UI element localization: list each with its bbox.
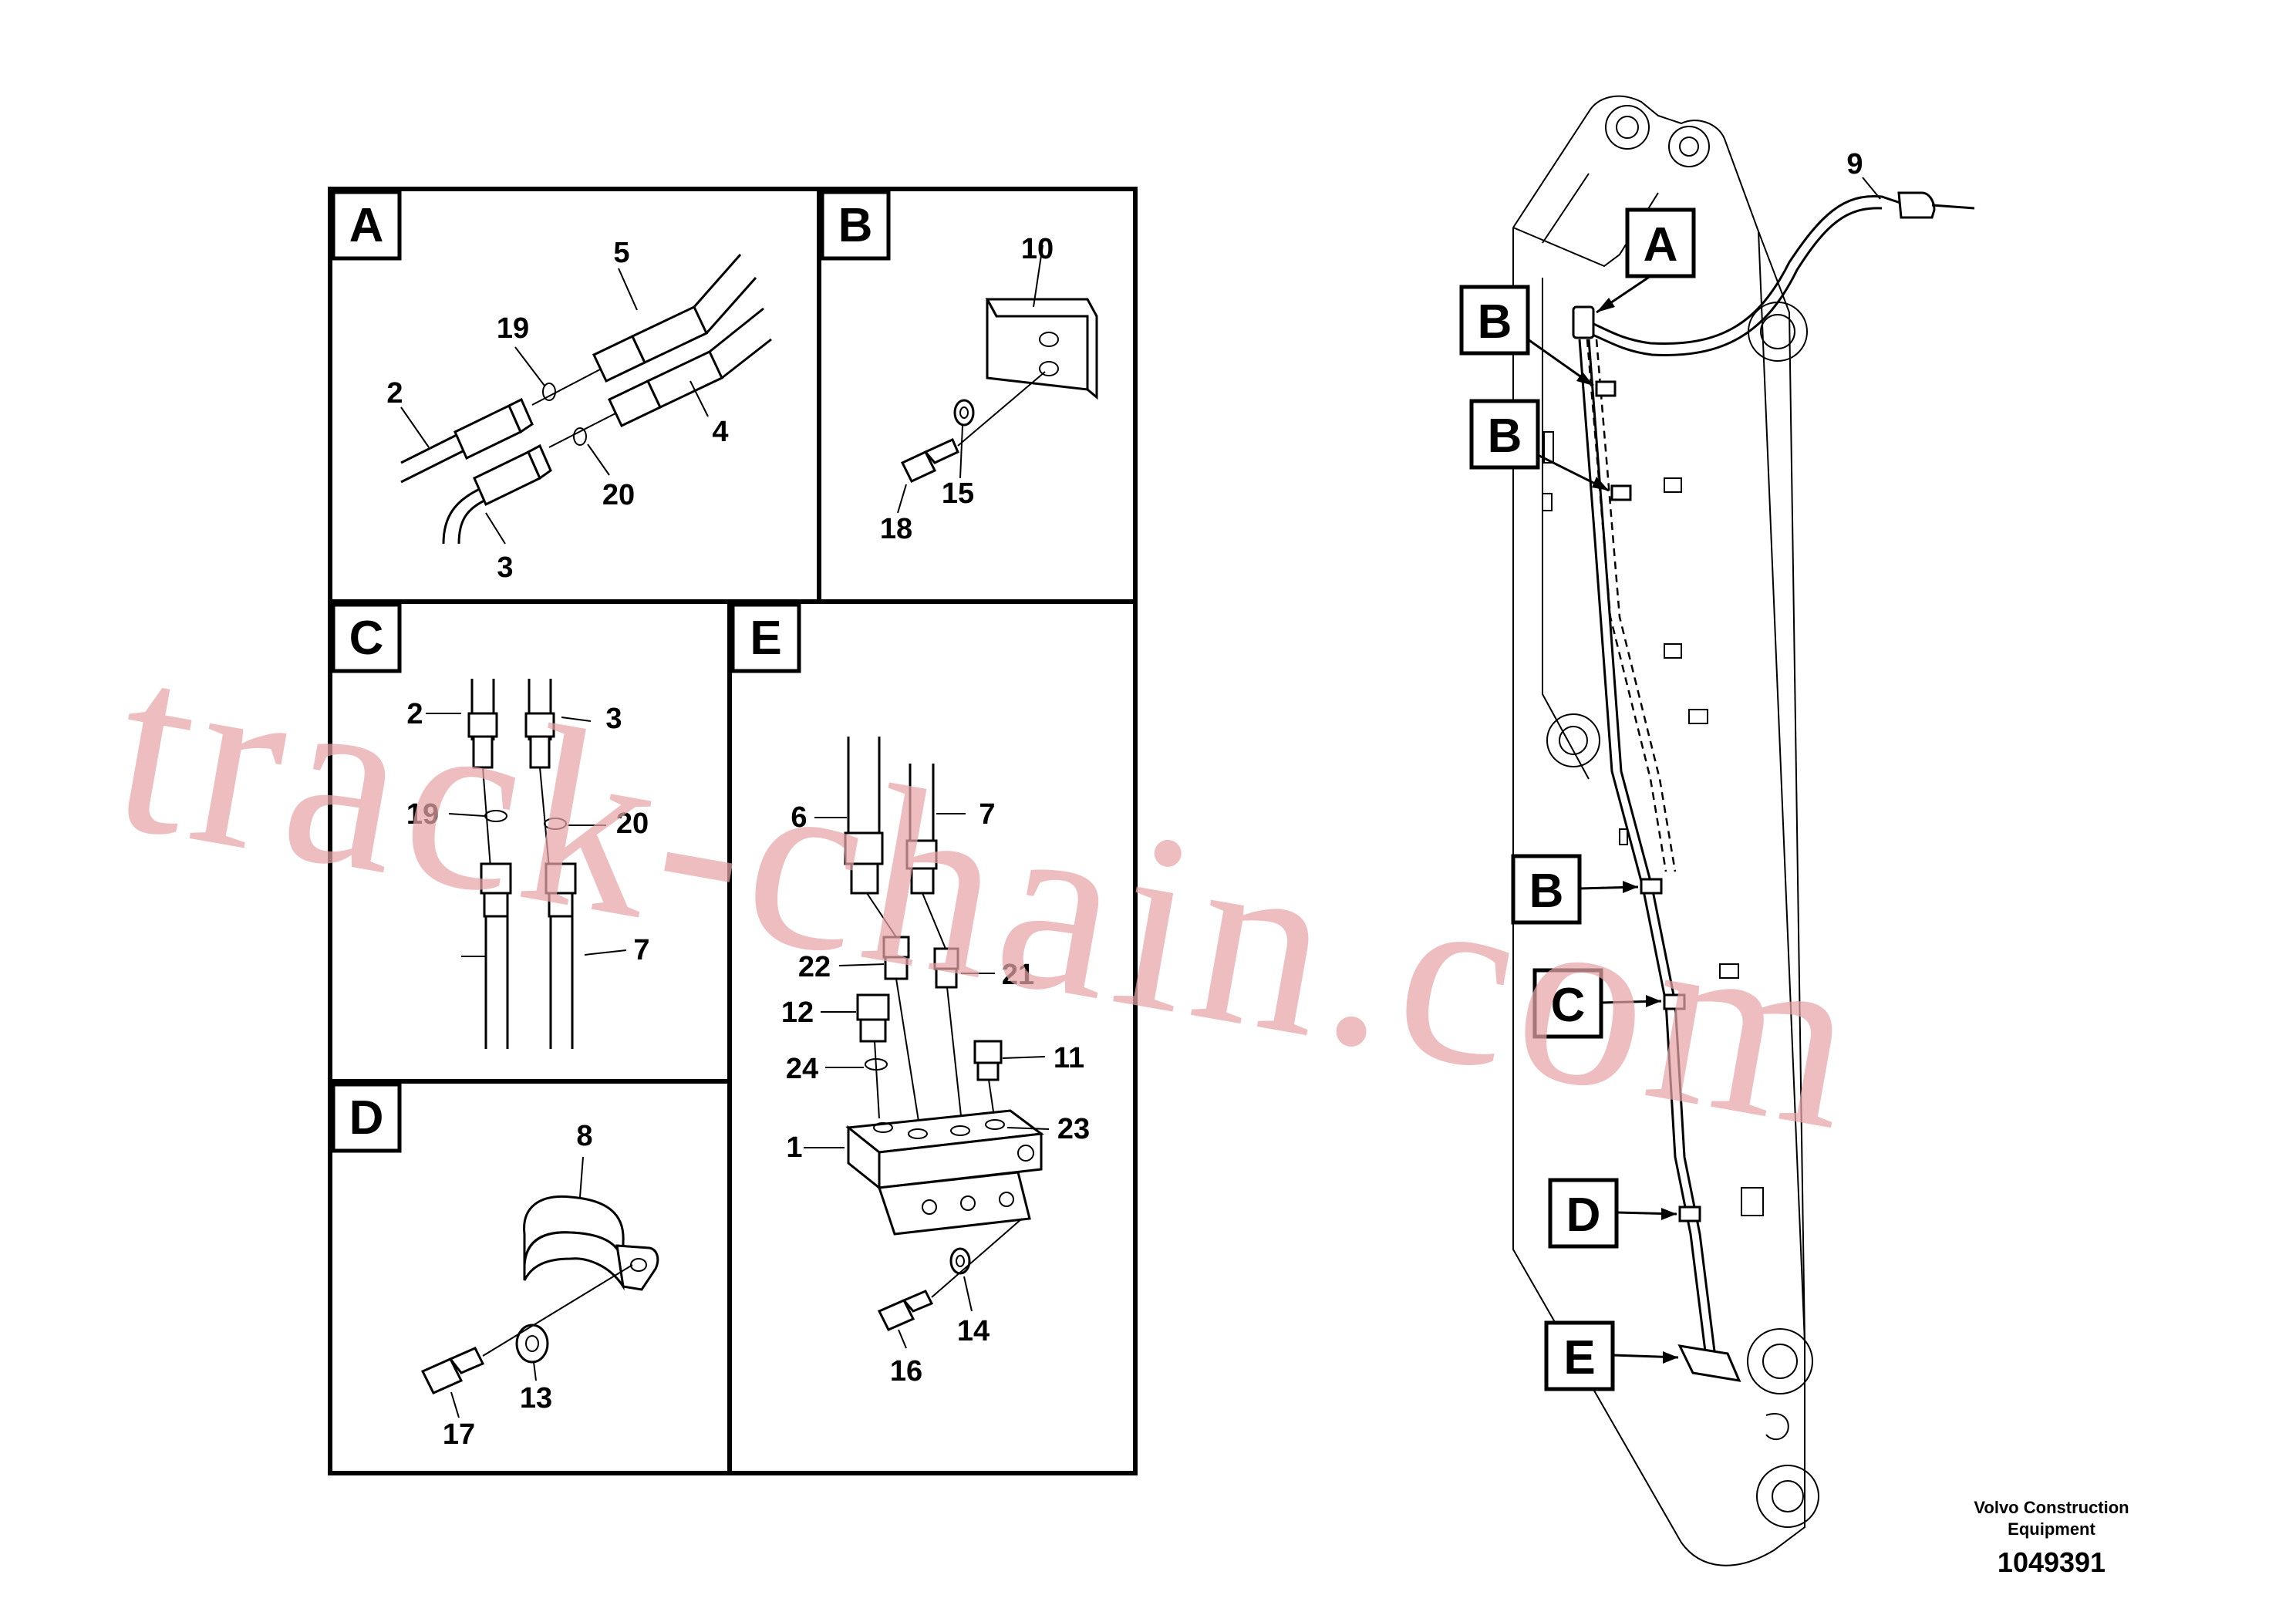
label-1: 1 [786,1131,802,1164]
label-3: 3 [497,551,513,584]
label-20: 20 [602,479,635,511]
svg-text:D: D [1566,1189,1601,1242]
label-7: 7 [633,934,649,966]
label-18: 18 [880,513,912,545]
panel-c: C 2 3 19 20 7 [331,602,650,1049]
panel-a: A 5 19 2 4 20 [331,190,772,584]
label-12: 12 [781,996,814,1029]
label-14: 14 [957,1315,990,1347]
label-3: 3 [605,703,622,735]
label-20: 20 [616,808,649,840]
label-24: 24 [786,1053,818,1085]
label-19: 19 [497,312,529,345]
label-10: 10 [1021,233,1054,265]
panel-b: B 10 15 18 [820,190,1098,545]
label-6: 6 [791,801,807,834]
callout-b-2: B [1469,399,1610,492]
label-7: 7 [979,798,995,831]
label-19: 19 [406,798,439,831]
label-4: 4 [712,416,728,448]
drawing-footer: Volvo Construction Equipment 1049391 [1974,1498,2129,1578]
panel-c-letter: C [349,612,384,665]
panel-e: E [730,602,1090,1388]
svg-text:B: B [1488,410,1522,463]
panel-d-letter: D [349,1091,384,1145]
callout-e: E [1544,1320,1679,1391]
callout-b-3: B [1511,854,1639,925]
company-line-1: Volvo Construction [1974,1498,2129,1517]
label-8: 8 [576,1120,592,1152]
hose-label-9: 9 [1846,148,1863,180]
drawing-number: 1049391 [1998,1546,2106,1578]
svg-text:C: C [1551,979,1586,1032]
label-21: 21 [1002,959,1034,991]
callout-b-1: B [1459,285,1594,387]
callout-d: D [1548,1178,1677,1249]
label-17: 17 [443,1418,475,1451]
boom-assembly: 9 [1512,95,1975,1566]
label-15: 15 [942,477,974,510]
detail-panels-frame [328,187,1138,1475]
panel-d: D 8 13 17 [331,1082,659,1451]
panel-b-letter: B [838,199,873,252]
label-23: 23 [1057,1113,1090,1145]
callout-c: C [1532,968,1662,1039]
svg-text:A: A [1644,218,1678,271]
label-13: 13 [520,1382,552,1415]
label-11: 11 [1054,1042,1084,1074]
label-22: 22 [798,951,831,983]
label-16: 16 [890,1355,922,1388]
company-line-2: Equipment [2008,1519,2095,1539]
boom-callouts: A B B B C D [1459,207,1696,1391]
panel-a-letter: A [349,199,384,252]
svg-text:E: E [1563,1331,1595,1384]
svg-text:B: B [1529,865,1564,918]
label-2: 2 [406,698,423,730]
panel-e-letter: E [750,612,781,665]
callout-a: A [1596,207,1696,314]
label-2: 2 [386,377,403,410]
svg-text:B: B [1478,295,1512,349]
label-5: 5 [613,237,629,269]
